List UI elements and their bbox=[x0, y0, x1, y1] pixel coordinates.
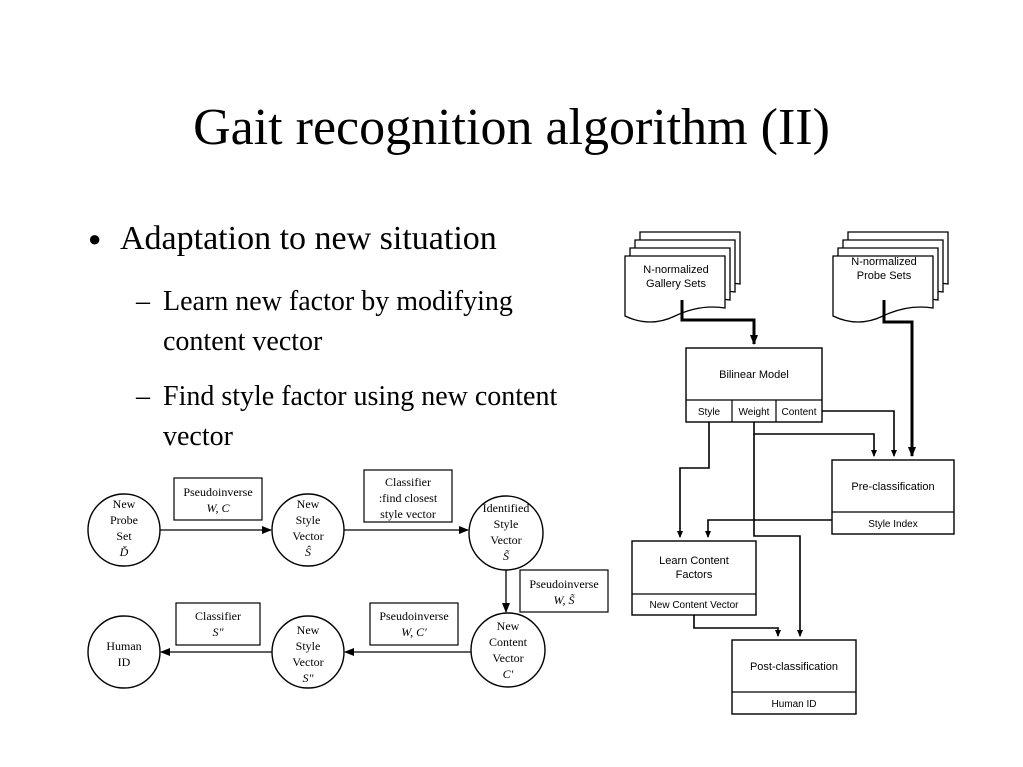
box-line: W, C bbox=[207, 501, 231, 515]
probe-sets-doc-icon bbox=[832, 231, 949, 323]
postclass-sub: Human ID bbox=[771, 699, 816, 710]
node-new-style-vector-1: New Style Vector Ŝ bbox=[271, 493, 345, 567]
node-identified-style-vector: Identified Style Vector S̃ bbox=[468, 495, 544, 571]
node-line: Human bbox=[106, 639, 141, 653]
gallery-sets-doc-icon bbox=[624, 231, 741, 323]
box-line: W, S̃ bbox=[554, 593, 575, 607]
box-line: Pseudoinverse bbox=[379, 609, 448, 623]
node-line: New bbox=[297, 623, 320, 637]
node-line: New bbox=[297, 497, 320, 511]
probe-line: N-normalized bbox=[851, 256, 916, 268]
learn-line: Factors bbox=[676, 569, 713, 581]
node-new-content-vector: New Content Vector C′ bbox=[470, 612, 546, 688]
sub-bullet-text: Learn new factor by modifying content ve… bbox=[163, 286, 513, 357]
node-human-id: Human ID bbox=[87, 615, 161, 689]
learn-line: Learn Content bbox=[659, 555, 729, 567]
node-line: Identified bbox=[483, 501, 530, 515]
bullet-text: Adaptation to new situation bbox=[120, 220, 497, 257]
arrow-weight-to-preclass bbox=[753, 422, 877, 457]
arrow-preclass-to-learn bbox=[705, 519, 832, 538]
right-flow-diagram: N-normalized Gallery Sets N-normalized P… bbox=[624, 231, 955, 715]
sub-bullet-dash: – bbox=[136, 286, 150, 317]
arrow-content-to-preclass bbox=[822, 410, 897, 457]
box-line: style vector bbox=[380, 507, 436, 521]
box-pseudoinverse-wc2: Pseudoinverse W, C′ bbox=[369, 602, 459, 646]
node-line: C′ bbox=[503, 667, 514, 681]
node-line: Set bbox=[116, 529, 132, 543]
node-line: Vector bbox=[292, 655, 323, 669]
box-post-classification: Post-classification Human ID bbox=[731, 639, 857, 715]
box-bilinear-model: Bilinear Model Style Weight Content bbox=[685, 347, 823, 423]
arrow-probe-to-preclass bbox=[882, 300, 916, 457]
probe-line: Probe Sets bbox=[857, 270, 912, 282]
box-line: Classifier bbox=[195, 609, 241, 623]
box-learn-content-factors: Learn Content Factors New Content Vector bbox=[631, 540, 757, 616]
node-line: Vector bbox=[492, 651, 523, 665]
preclass-label: Pre-classification bbox=[851, 481, 934, 493]
arrow-weight-to-postclass bbox=[753, 434, 803, 637]
sub-bullet-dash: – bbox=[136, 381, 150, 412]
port-content: Content bbox=[781, 407, 816, 418]
slide-title: Gait recognition algorithm (II) bbox=[193, 99, 830, 156]
box-line: S″ bbox=[213, 625, 225, 639]
box-line: Pseudoinverse bbox=[183, 485, 252, 499]
node-line: S″ bbox=[303, 671, 315, 685]
box-pre-classification: Pre-classification Style Index bbox=[831, 459, 955, 535]
node-line: Probe bbox=[110, 513, 138, 527]
box-classifier-s: Classifier S″ bbox=[175, 602, 261, 646]
left-arrows bbox=[160, 526, 510, 656]
box-pseudoinverse-wc: Pseudoinverse W, C bbox=[173, 477, 263, 521]
port-weight: Weight bbox=[739, 407, 770, 418]
box-pseudoinverse-ws: Pseudoinverse W, S̃ bbox=[519, 569, 609, 613]
node-line: New bbox=[113, 497, 136, 511]
node-line: Ŝ bbox=[305, 545, 311, 559]
gallery-line: Gallery Sets bbox=[646, 278, 706, 290]
arrow-gallery-to-bilinear bbox=[680, 300, 758, 345]
node-line: ID bbox=[118, 655, 131, 669]
node-new-style-vector-2: New Style Vector S″ bbox=[271, 615, 345, 689]
box-classifier-closest: Classifier :find closest style vector bbox=[363, 469, 453, 523]
node-new-probe-set: New Probe Set Ď bbox=[87, 493, 161, 567]
left-flow-diagram: New Probe Set Ď New Style Vector Ŝ Ident… bbox=[87, 469, 609, 689]
port-style: Style bbox=[698, 407, 721, 418]
box-line: Pseudoinverse bbox=[529, 577, 598, 591]
right-arrows bbox=[677, 300, 916, 637]
postclass-label: Post-classification bbox=[750, 661, 838, 673]
arrow-learn-to-postclass bbox=[693, 615, 781, 637]
node-line: Style bbox=[296, 513, 321, 527]
node-line: S̃ bbox=[503, 549, 510, 563]
node-line: Style bbox=[494, 517, 519, 531]
arrow-style-to-learn bbox=[677, 422, 710, 538]
node-line: Content bbox=[489, 635, 528, 649]
preclass-sub: Style Index bbox=[868, 519, 917, 530]
learn-sub: New Content Vector bbox=[650, 600, 740, 611]
gallery-line: N-normalized bbox=[643, 264, 708, 276]
box-line: W, C′ bbox=[401, 625, 427, 639]
node-line: Ď bbox=[119, 545, 129, 559]
node-line: Style bbox=[296, 639, 321, 653]
box-line: :find closest bbox=[379, 491, 438, 505]
bilinear-label: Bilinear Model bbox=[719, 369, 789, 381]
box-line: Classifier bbox=[385, 475, 431, 489]
node-line: New bbox=[497, 619, 520, 633]
node-line: Vector bbox=[490, 533, 521, 547]
bullet-dot: ● bbox=[88, 226, 102, 251]
sub-bullet-text: Find style factor using new content vect… bbox=[163, 381, 558, 452]
node-line: Vector bbox=[292, 529, 323, 543]
